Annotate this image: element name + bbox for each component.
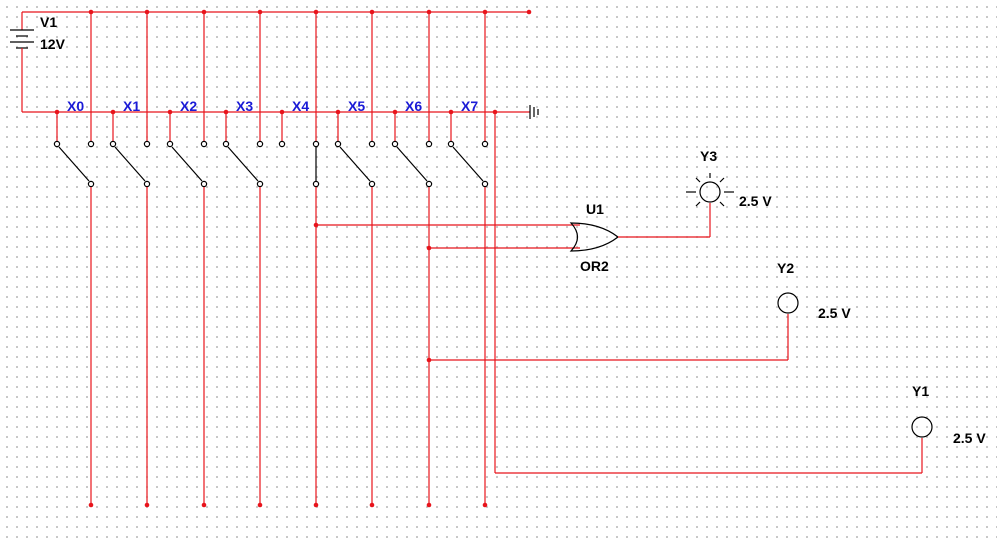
switch-x6[interactable] (391, 12, 433, 508)
battery-value-label: 12V (40, 36, 66, 52)
switch-x7-label: X7 (461, 98, 478, 114)
battery-v1[interactable] (10, 12, 34, 112)
switch-x1[interactable] (109, 12, 151, 508)
lamp-y3-name: Y3 (700, 148, 717, 164)
switch-x3-label: X3 (236, 98, 253, 114)
switch-x2-label: X2 (180, 98, 197, 114)
or-gate-u1[interactable] (569, 203, 711, 252)
switch-x6-label: X6 (405, 98, 422, 114)
switch-x4[interactable] (278, 12, 320, 508)
ground-icon (529, 105, 539, 119)
lamp-y1-name: Y1 (912, 383, 929, 399)
or-gate-input-wires (313, 222, 580, 251)
lamp-y1-voltage: 2.5 V (953, 430, 986, 446)
gate-type-label: OR2 (580, 258, 609, 274)
switch-x3[interactable] (222, 12, 264, 508)
switch-x1-label: X1 (123, 98, 140, 114)
battery-name-label: V1 (40, 14, 57, 30)
switch-x4-label: X4 (292, 98, 309, 114)
switch-x0[interactable] (53, 12, 95, 508)
gate-name-label: U1 (586, 201, 604, 217)
switch-x5[interactable] (334, 12, 376, 508)
switch-x2[interactable] (166, 12, 208, 508)
lamp-y2-name: Y2 (777, 260, 794, 276)
lamp-y3[interactable] (686, 173, 734, 207)
lamp-y1[interactable] (494, 112, 933, 474)
lamp-y2[interactable] (426, 292, 799, 363)
switch-x7[interactable] (447, 12, 489, 508)
switch-x5-label: X5 (348, 98, 365, 114)
lamp-y3-voltage: 2.5 V (739, 193, 772, 209)
lamp-y2-voltage: 2.5 V (818, 305, 851, 321)
switch-x0-label: X0 (67, 98, 84, 114)
